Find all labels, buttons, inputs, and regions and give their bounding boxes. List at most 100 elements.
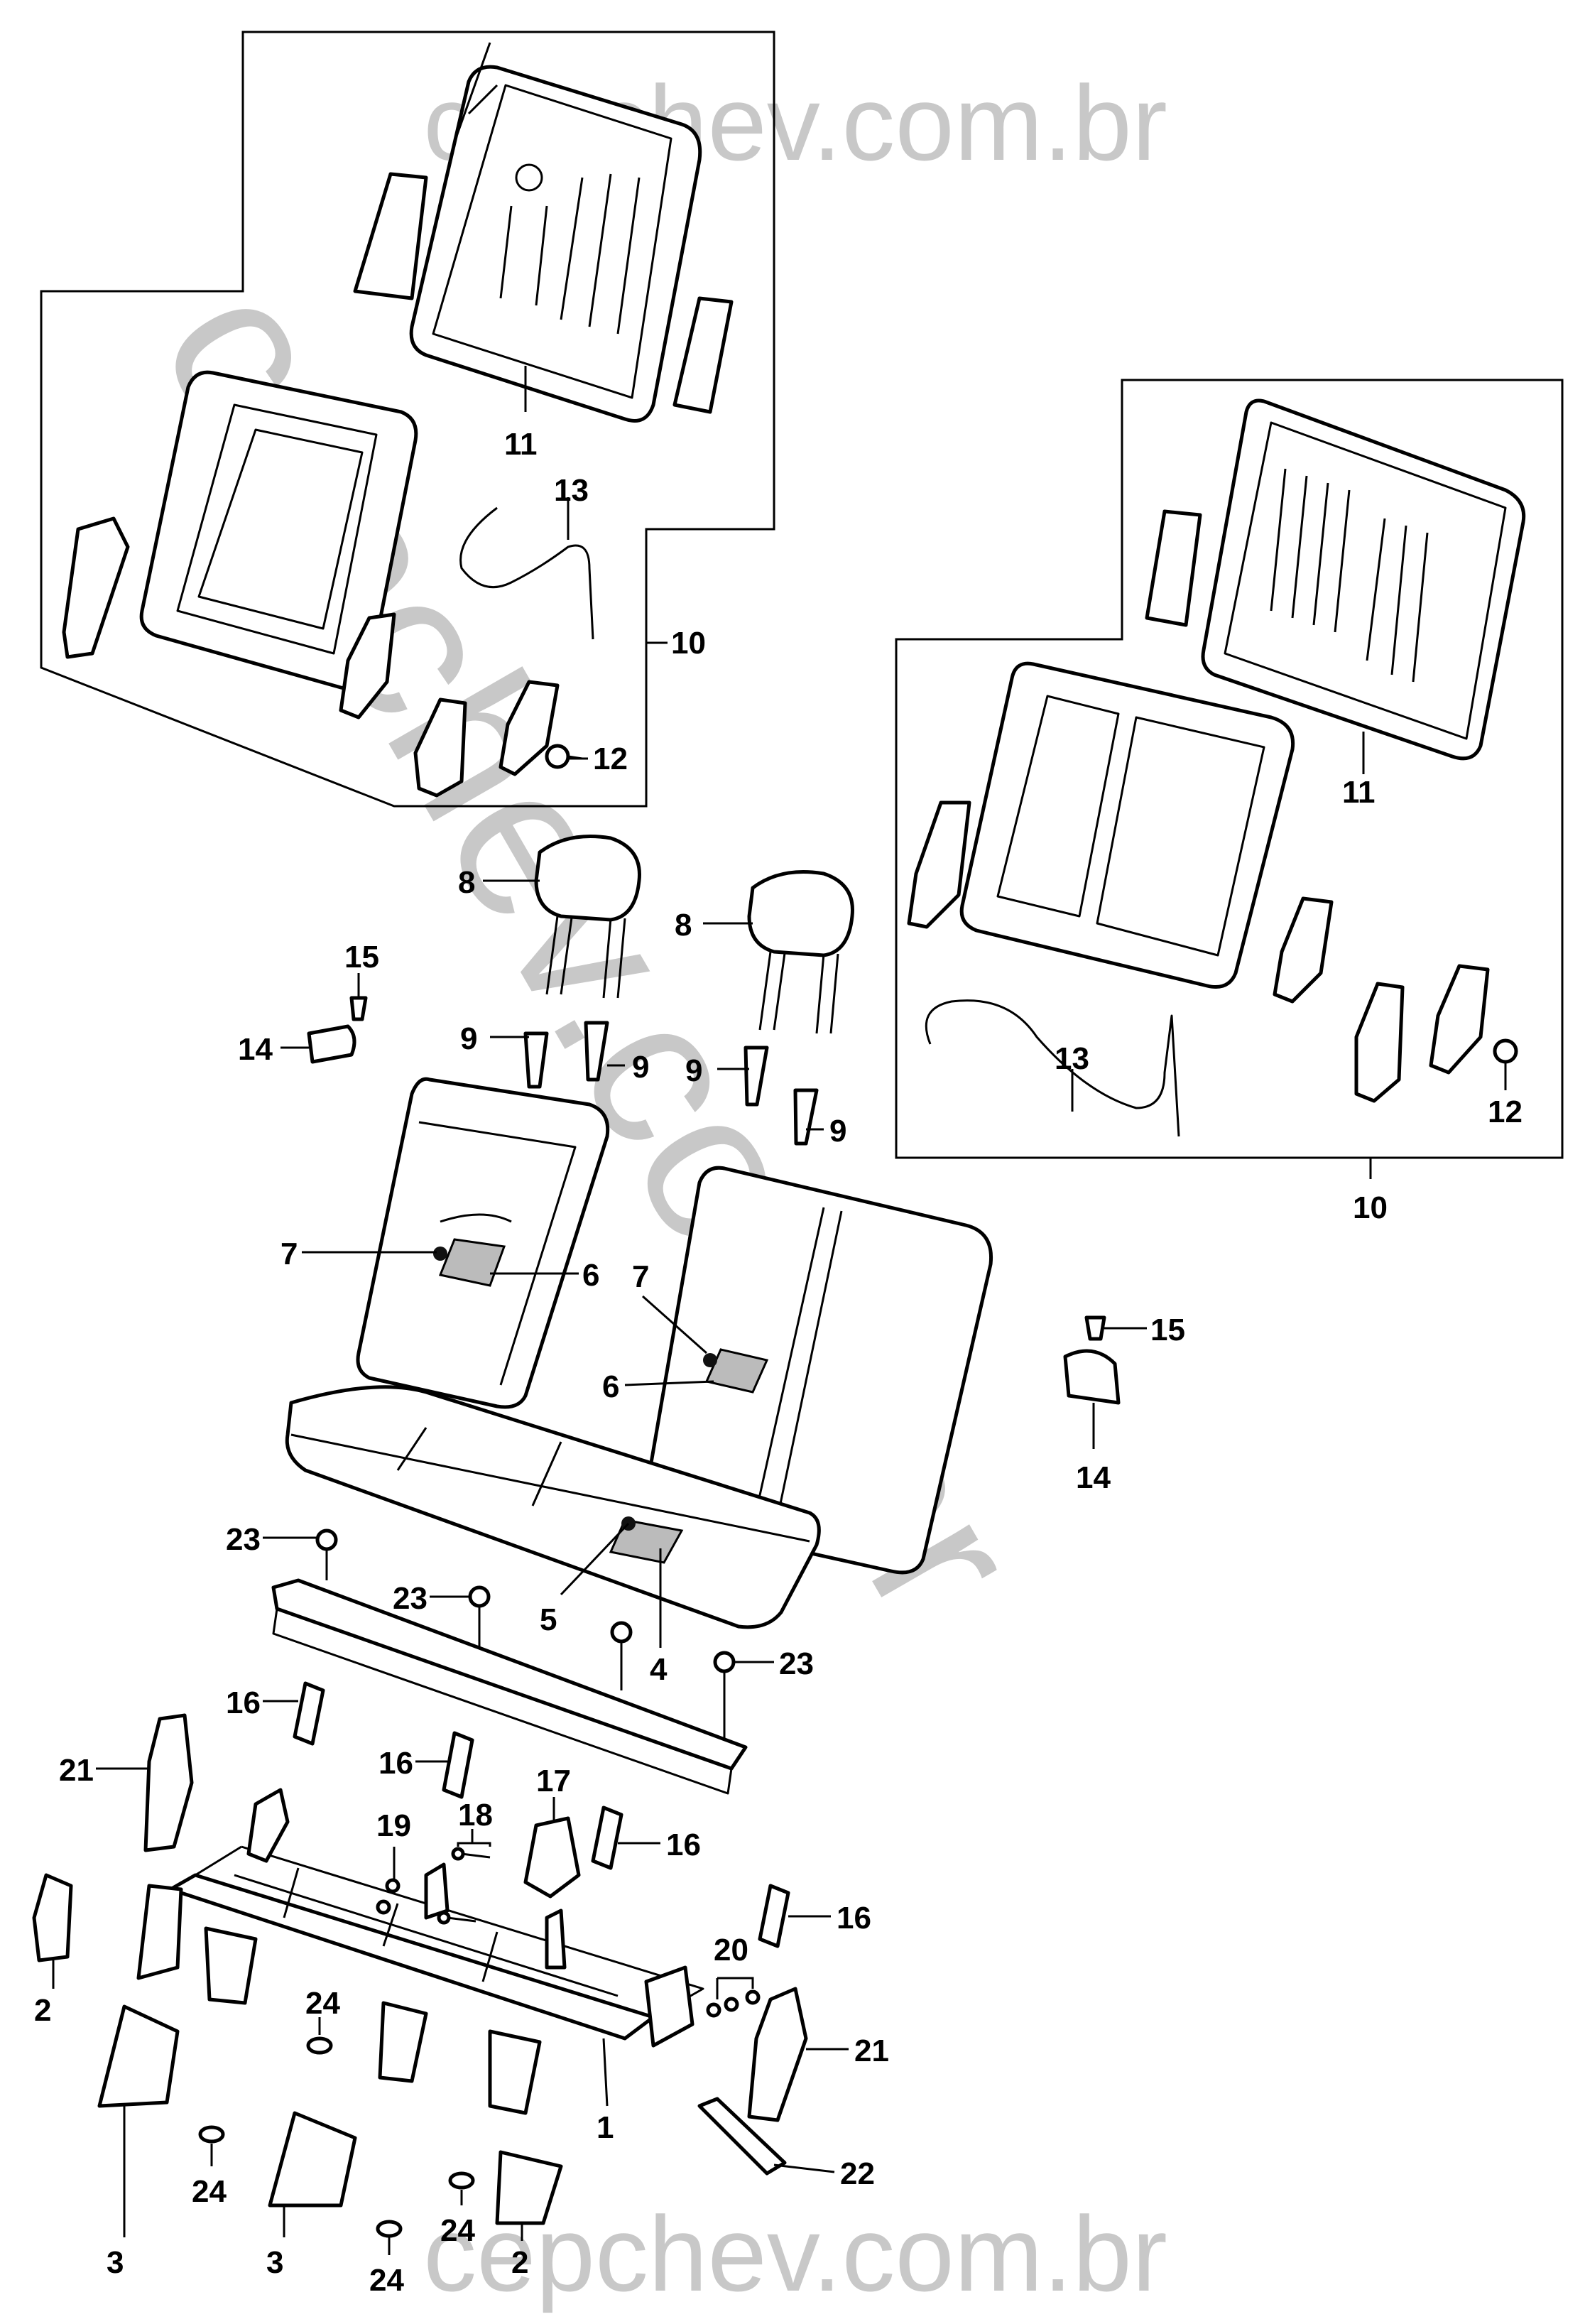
- callout-12-right: 12: [1488, 1095, 1523, 1129]
- callout-8-right: 8: [675, 908, 692, 943]
- callout-13-right: 13: [1055, 1041, 1089, 1076]
- callout-7-left: 7: [280, 1237, 298, 1271]
- hinge-plate-right-outer: [907, 800, 971, 929]
- pad-16-d: [758, 1884, 790, 1948]
- headrest-guide-4: [793, 1088, 819, 1146]
- screw-23-d: [713, 1651, 736, 1740]
- screw-23-a: [315, 1528, 338, 1580]
- callout-5: 5: [540, 1602, 557, 1637]
- callout-7-right: 7: [632, 1259, 649, 1294]
- cover-3-left: [97, 2004, 180, 2108]
- callout-24-a: 24: [305, 1986, 340, 2021]
- hinge-plate-right-inner-a: [1273, 896, 1334, 1004]
- callout-21-left: 21: [59, 1753, 94, 1788]
- callout-9-d: 9: [829, 1114, 846, 1149]
- callout-16-a: 16: [226, 1685, 261, 1720]
- callout-14-left: 14: [238, 1032, 273, 1067]
- callout-23-a: 23: [226, 1522, 261, 1557]
- callout-21-right: 21: [854, 2034, 889, 2068]
- left-seatback-assembly-group: 11 13 10 12: [40, 31, 775, 808]
- callout-2-left: 2: [34, 1993, 51, 2028]
- callout-14-right: 14: [1076, 1460, 1111, 1495]
- callout-24-c: 24: [440, 2213, 475, 2248]
- callout-12-left: 12: [593, 742, 628, 776]
- right-group-border: [895, 379, 1564, 1159]
- seatback-cushion-right: [643, 1166, 993, 1575]
- callout-24-b: 24: [192, 2174, 227, 2209]
- cover-2-left: [32, 1873, 73, 1962]
- plug-24-b: [198, 2125, 225, 2144]
- headrest-guide-3: [744, 1046, 769, 1107]
- cover-21-left: [143, 1713, 194, 1852]
- callout-13-left: 13: [554, 473, 589, 508]
- cover-3-right: [268, 2111, 357, 2208]
- headrest-guide-2: [584, 1021, 609, 1082]
- callout-15-left: 15: [344, 940, 379, 974]
- seat-back-frame-left: [139, 370, 418, 690]
- callout-18: 18: [458, 1798, 493, 1832]
- hinge-plate-right-inner-b: [1354, 982, 1405, 1103]
- release-cable-right: [925, 999, 1180, 1137]
- callout-16-d: 16: [837, 1901, 871, 1935]
- callout-1: 1: [597, 2110, 614, 2145]
- callout-3-right: 3: [266, 2245, 283, 2280]
- callout-16-b: 16: [378, 1746, 413, 1781]
- pad-16-c: [591, 1806, 623, 1870]
- callout-11-right: 11: [1342, 775, 1376, 810]
- right-seatback-assembly-group: 11 13 12 10: [895, 379, 1564, 1225]
- hinge-plate-left-outer: [62, 516, 130, 659]
- screw-23-c: [610, 1621, 633, 1690]
- clip-15-right: [1084, 1315, 1106, 1341]
- hinge-plate-right-inner-c: [1429, 964, 1490, 1075]
- headrest-left: [534, 835, 641, 999]
- callout-8-left: 8: [458, 865, 475, 900]
- seat-back-frame-right: [959, 661, 1295, 989]
- headrest-guide-1: [523, 1031, 549, 1089]
- release-cable-left: [459, 506, 594, 640]
- callout-6-right: 6: [602, 1369, 619, 1404]
- cover-21-right: [747, 1987, 808, 2122]
- seat-frame: [136, 1788, 704, 2115]
- plug-24-c: [448, 2171, 475, 2190]
- callout-22: 22: [840, 2156, 875, 2191]
- headrest-right: [747, 870, 854, 1034]
- seatback-cushion-left: [356, 1077, 610, 1409]
- hinge-plate-left-inner-b: [413, 697, 467, 798]
- seat-cushion: [285, 1385, 821, 1629]
- hinge-plate-left-inner-c: [499, 680, 560, 776]
- bolts-20: [706, 1989, 761, 2018]
- trim-cap-14-left: [307, 1024, 356, 1064]
- plug-24-a: [306, 2036, 333, 2055]
- callout-16-c: 16: [666, 1828, 701, 1862]
- plug-24-d: [376, 2220, 403, 2238]
- nuts-19: [376, 1878, 401, 1915]
- callout-10-right: 10: [1353, 1190, 1388, 1225]
- callout-20: 20: [714, 1933, 748, 1967]
- callout-6-left: 6: [582, 1258, 599, 1293]
- bolt-12-right: [1493, 1038, 1518, 1064]
- bolts-18: [437, 1847, 491, 1925]
- callout-23-b: 23: [393, 1581, 427, 1616]
- callout-15-right: 15: [1150, 1313, 1185, 1347]
- clip-15-left: [349, 996, 368, 1021]
- callout-19: 19: [376, 1808, 411, 1843]
- pad-16-b: [442, 1731, 474, 1799]
- callout-9-c: 9: [685, 1053, 702, 1088]
- trim-cap-14-right: [1063, 1349, 1121, 1405]
- callout-23-c: 23: [779, 1646, 814, 1681]
- cover-2-right: [495, 2150, 563, 2225]
- callout-24-d: 24: [369, 2263, 404, 2298]
- part-11-back-panel-left: [353, 42, 734, 423]
- callout-4: 4: [650, 1652, 668, 1687]
- left-group-border: [40, 31, 775, 808]
- bracket-17: [523, 1816, 581, 1899]
- screw-23-b: [468, 1585, 491, 1648]
- part-11-back-panel-right: [1145, 398, 1526, 761]
- callout-3-left: 3: [107, 2245, 124, 2280]
- hinge-plate-left-inner-a: [339, 612, 396, 720]
- cross-beam: [271, 1578, 748, 1795]
- callout-2-right: 2: [511, 2245, 528, 2280]
- callout-10-left: 10: [671, 626, 706, 661]
- pad-16-a: [293, 1681, 325, 1746]
